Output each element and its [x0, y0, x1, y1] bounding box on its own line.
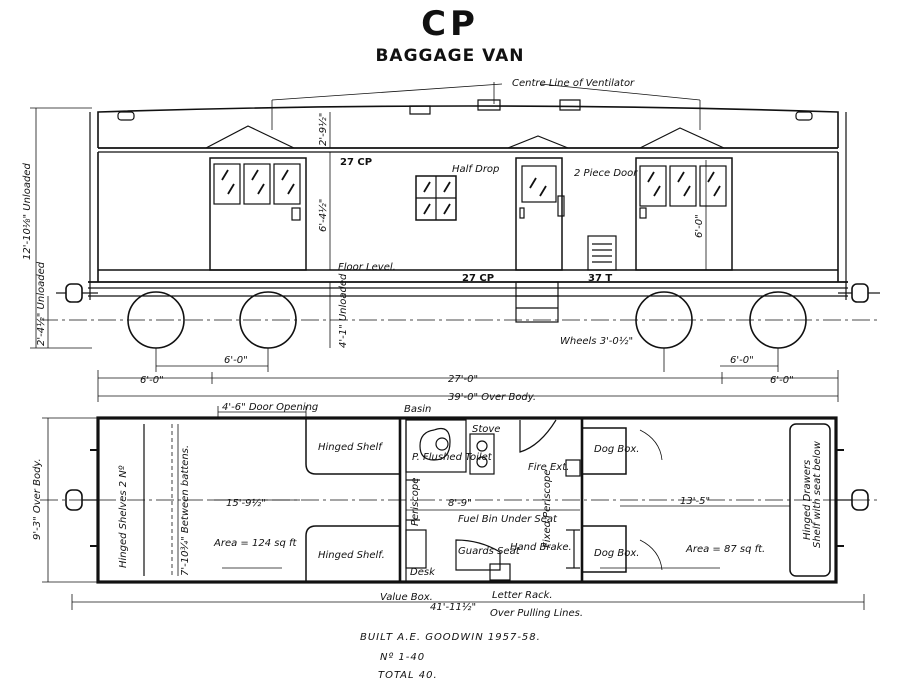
basin-label: Basin — [404, 404, 431, 415]
cp-lower-label: 27 CP — [462, 273, 494, 284]
dim-2-9-label: 2'-9½" — [317, 113, 329, 146]
dim-6-0-d-label: 6'-0" — [770, 375, 794, 386]
dim-6-0-door-label: 6'-0" — [694, 214, 705, 238]
dog-box-bottom-label: Dog Box. — [594, 548, 639, 559]
hand-brake-label: Hand Brake. — [510, 542, 572, 553]
hinged-shelf-bottom-label: Hinged Shelf. — [318, 550, 385, 561]
side-elevation — [40, 82, 880, 349]
door-opening-label: 4'-6" Door Opening — [222, 402, 318, 413]
elevation-dimensions — [30, 107, 839, 402]
letter-rack-label: Letter Rack. — [492, 590, 553, 601]
page-subtitle: BAGGAGE VAN — [375, 46, 525, 66]
centre-line-label: Centre Line of Ventilator — [512, 78, 635, 89]
area-right-label: Area = 87 sq ft. — [685, 544, 765, 555]
fuel-bin-label: Fuel Bin Under Seat — [458, 514, 558, 525]
dog-box-top-label: Dog Box. — [594, 444, 639, 455]
hinged-shelves-label: Hinged Shelves 2 Nº — [118, 465, 129, 568]
over-body-label: 9'-3" Over Body. — [32, 458, 43, 540]
floor-level-label: Floor Level. — [338, 262, 396, 273]
cp-upper-label: 27 CP — [340, 157, 372, 168]
dim-41-11-label: 41'-11½" — [430, 601, 476, 613]
fire-ext-label: Fire Ext. — [528, 462, 569, 473]
two-piece-door-label: 2 Piece Door — [574, 168, 638, 179]
over-pulling-label: Over Pulling Lines. — [490, 608, 583, 619]
periscope-label: Periscope — [410, 478, 421, 526]
pflushed-toilet-label: P. Flushed Toilet — [412, 452, 493, 463]
dim-8-9-label: 8'-9" — [448, 498, 472, 509]
dim-4-1-label: 4'-1" Unloaded — [338, 273, 349, 348]
built-by-note: BUILT A.E. GOODWIN 1957-58. — [360, 632, 541, 643]
dim-13-5-label: 13'-5" — [680, 496, 710, 507]
dim-6-4-label: 6'-4½" — [317, 199, 329, 232]
fixed-periscope-label: Fixed Periscope — [542, 469, 553, 548]
shelf-below-label: Shelf with seat below — [812, 440, 823, 548]
total-note: TOTAL 40. — [378, 670, 438, 681]
area-left-label: Area = 124 sq ft — [213, 538, 297, 549]
code-37t-label: 37 T — [588, 273, 612, 284]
page-title: CP — [421, 4, 479, 44]
dim-6-0-a-label: 6'-0" — [224, 355, 248, 366]
dim-27-0-label: 27'-0" — [448, 374, 478, 385]
desk-label: Desk — [410, 567, 436, 578]
dim-15-9-label: 15'-9½" — [226, 497, 266, 509]
stove-label: Stove — [472, 424, 500, 435]
dim-6-0-b-label: 6'-0" — [730, 355, 754, 366]
height-unloaded-label: 12'-10⅛" Unloaded — [22, 163, 33, 260]
half-drop-label: Half Drop — [452, 164, 499, 175]
hinged-shelf-top-label: Hinged Shelf — [318, 442, 383, 453]
between-battens-label: 7'-10¾" Between battens. — [180, 445, 191, 576]
guards-seat-label: Guards Seat — [458, 546, 521, 557]
numbers-note: Nº 1-40 — [380, 652, 426, 663]
plan-dimensions — [42, 417, 865, 610]
wheels-label: Wheels 3'-0½" — [560, 335, 633, 347]
dim-6-0-c-label: 6'-0" — [140, 375, 164, 386]
dim-2-4-label: 2'-4½" Unloaded — [35, 261, 47, 346]
value-box-label: Value Box. — [380, 592, 433, 603]
hinged-drawers-label: Hinged Drawers — [802, 460, 813, 540]
floor-plan — [40, 406, 880, 584]
dim-39-0-label: 39'-0" Over Body. — [448, 392, 536, 403]
